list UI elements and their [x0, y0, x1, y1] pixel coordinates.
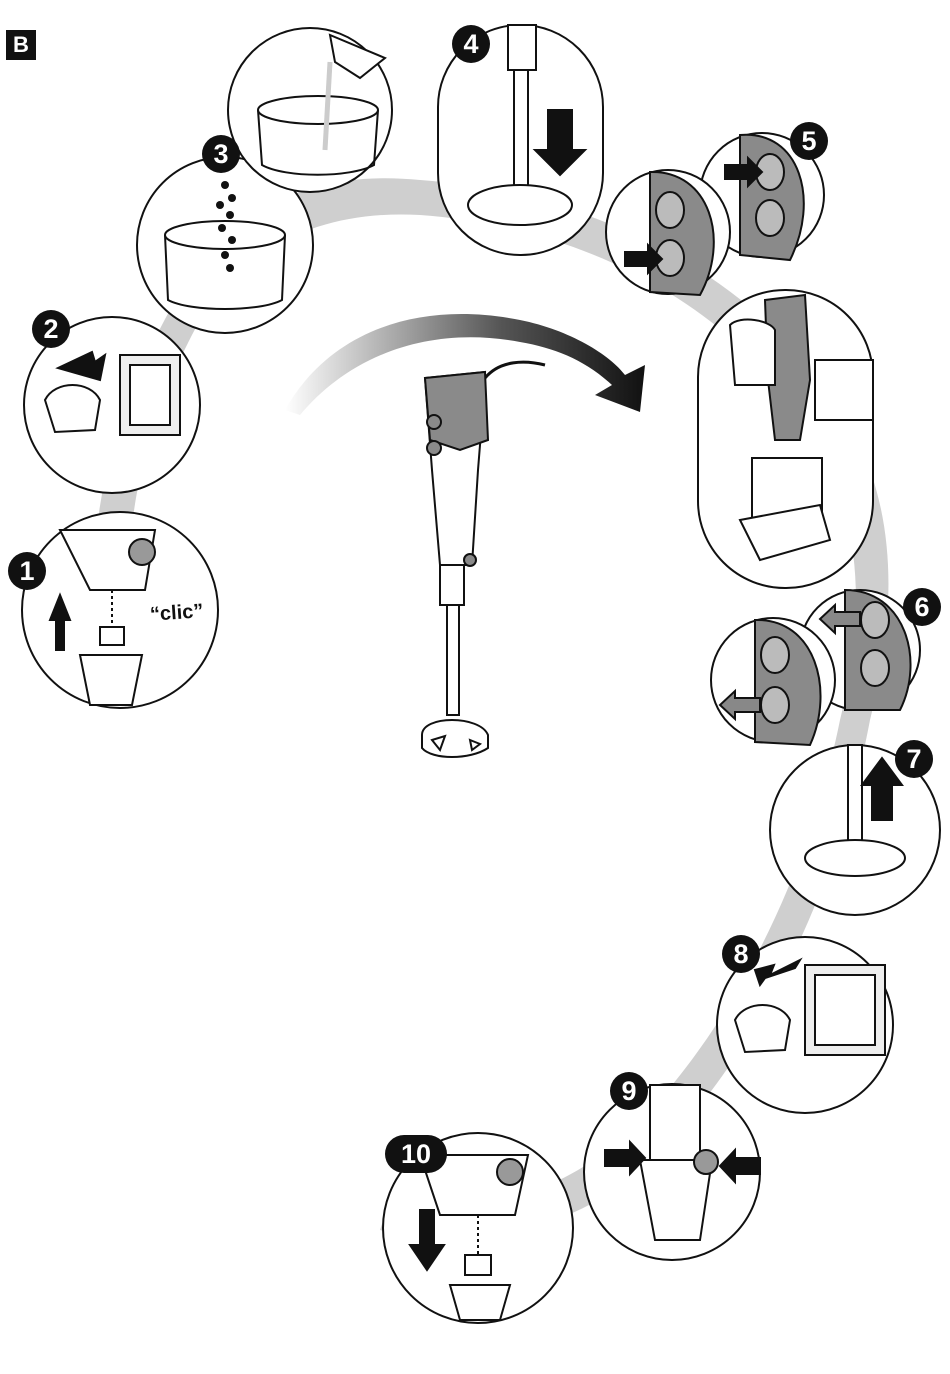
step-8-number: 8	[722, 935, 760, 973]
step-3b-panel	[228, 28, 392, 192]
step-5c-panel	[698, 290, 873, 588]
step-4-number: 4	[452, 25, 490, 63]
hand-blender-icon	[422, 362, 545, 757]
step-9-panel	[584, 1084, 760, 1260]
step-7-number: 7	[895, 740, 933, 778]
step-9-number: 9	[610, 1072, 648, 1110]
step-1-number: 1	[8, 552, 46, 590]
clic-caption: “clic”	[149, 600, 204, 627]
step-5-number: 5	[790, 122, 828, 160]
step-3-number: 3	[202, 135, 240, 173]
step-6b-panel	[711, 618, 835, 745]
step-2-number: 2	[32, 310, 70, 348]
step-6-number: 6	[903, 588, 941, 626]
section-label: B	[6, 30, 36, 60]
step-5b-panel	[606, 170, 730, 295]
step-10-number: 10	[385, 1135, 447, 1173]
